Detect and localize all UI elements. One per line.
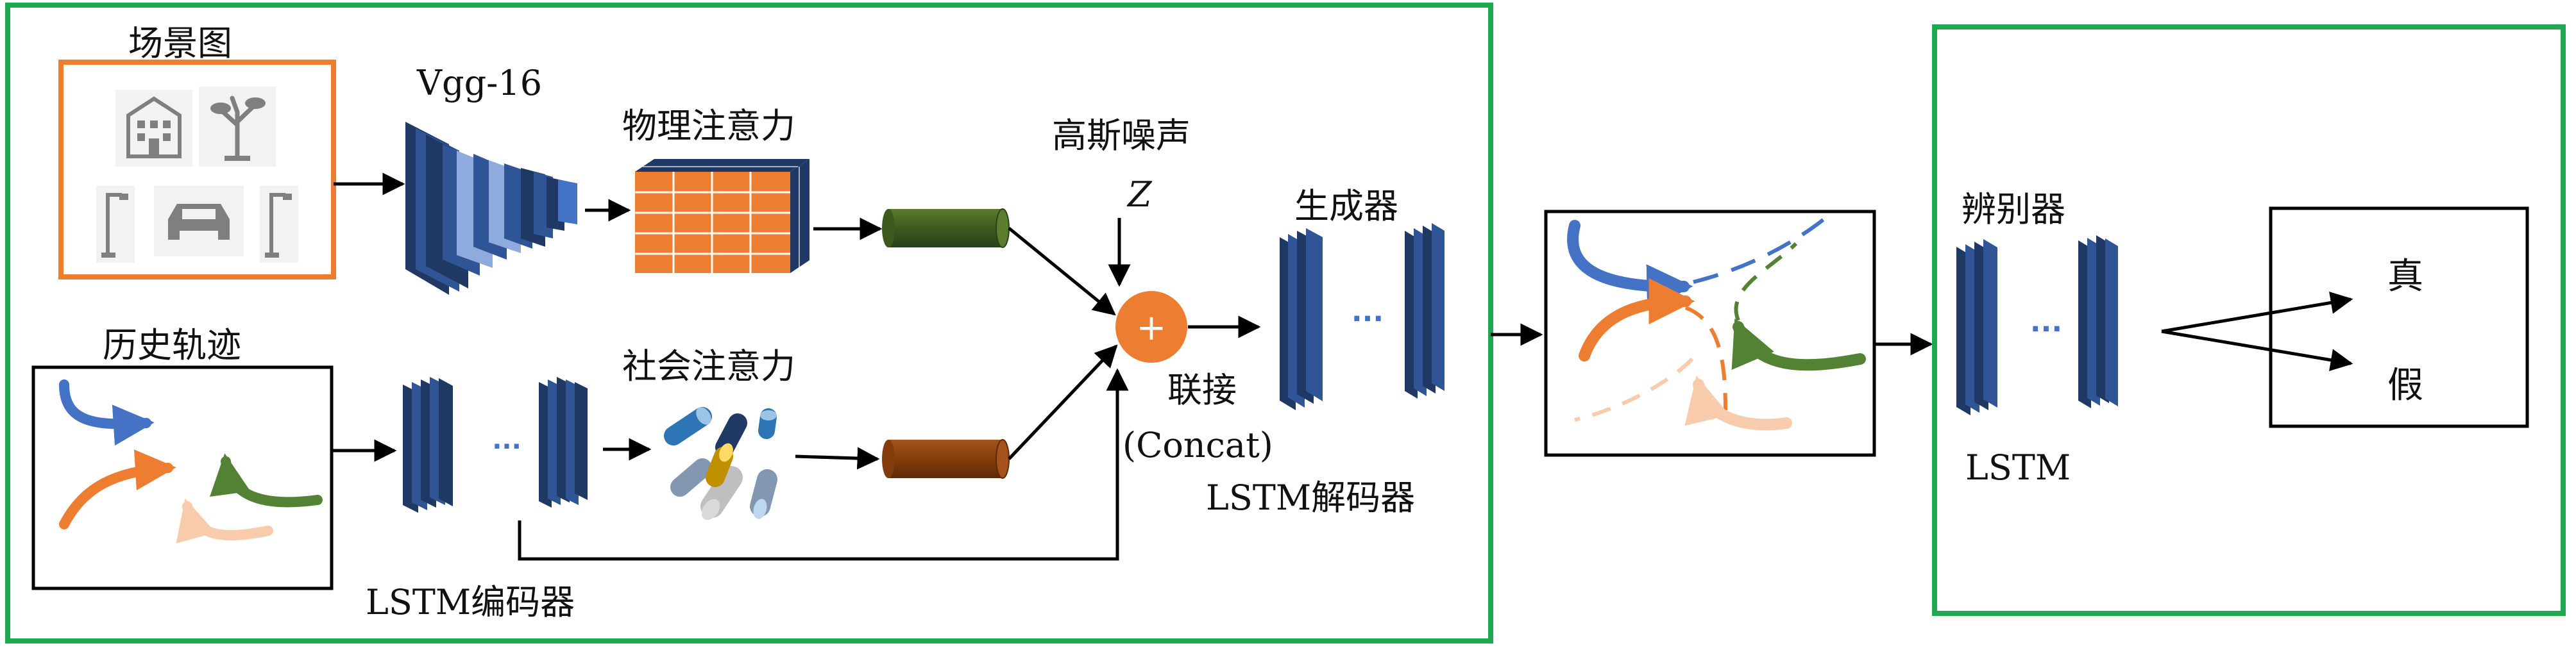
- concat-symbol: +: [1137, 307, 1167, 349]
- decoder-ellipsis: ···: [1352, 303, 1384, 335]
- discriminator-lstm-label: LSTM: [1965, 447, 2071, 488]
- discriminator-ellipsis: ···: [2030, 313, 2062, 345]
- history-box: [31, 365, 334, 590]
- physical-attention-cube: [635, 159, 809, 273]
- vgg-label: Vgg-16: [416, 63, 542, 103]
- encoder-ellipsis: ···: [492, 432, 521, 461]
- concat-label-en: (Concat): [1123, 425, 1273, 465]
- tree-icon: [199, 87, 276, 167]
- discriminator-frame: [1932, 24, 2566, 616]
- discriminator-lstm-stack-2: [2078, 235, 2118, 408]
- output-real: 真: [2387, 256, 2423, 297]
- scene-box: [58, 60, 336, 279]
- concat-label: 联接: [1167, 370, 1237, 410]
- lstm-decoder-stack-1: [1280, 228, 1323, 410]
- street-lamp-icon: [96, 186, 135, 263]
- history-title: 历史轨迹: [103, 325, 241, 365]
- generator-label: 生成器: [1294, 186, 1398, 226]
- lstm-encoder-stack-2: [539, 377, 588, 508]
- noise-label: 高斯噪声: [1052, 115, 1191, 156]
- output-fake: 假: [2387, 365, 2423, 406]
- arrow-social-to-concat: [1008, 344, 1118, 460]
- lstm-decoder-stack-2: [1405, 223, 1445, 399]
- physical-feature-vector: [882, 208, 1010, 248]
- building-icon: [115, 90, 192, 167]
- social-attention-pills: [664, 407, 777, 520]
- arrow-to-fake: [2161, 329, 2353, 371]
- decoder-label: LSTM解码器: [1206, 478, 1415, 518]
- arrow-social-to-feature: [795, 447, 880, 470]
- noise-symbol: Z: [1126, 174, 1153, 215]
- car-icon: [154, 186, 244, 256]
- encoder-label: LSTM编码器: [366, 582, 575, 622]
- social-attention-label: 社会注意力: [622, 346, 795, 386]
- prediction-box: [1544, 210, 1876, 457]
- history-trajectories: [59, 379, 323, 544]
- social-feature-vector: [882, 439, 1010, 479]
- discriminator-label: 辨别器: [1962, 189, 2065, 229]
- arrow-to-real: [2161, 292, 2353, 333]
- encoder-skip-connection: [518, 368, 1129, 561]
- output-box: [2269, 206, 2529, 428]
- lstm-encoder-stack-1: [403, 377, 453, 513]
- physical-attention-label: 物理注意力: [622, 106, 795, 146]
- street-lamp-icon: [260, 186, 298, 263]
- arrow-physical-to-concat: [1008, 227, 1116, 316]
- predicted-trajectories: [1567, 210, 1866, 431]
- concat-node: [1115, 291, 1187, 363]
- vgg-16-network: [405, 122, 577, 295]
- scene-title: 场景图: [128, 23, 232, 63]
- generator-frame: [5, 3, 1493, 644]
- discriminator-lstm-stack-1: [1956, 239, 1997, 415]
